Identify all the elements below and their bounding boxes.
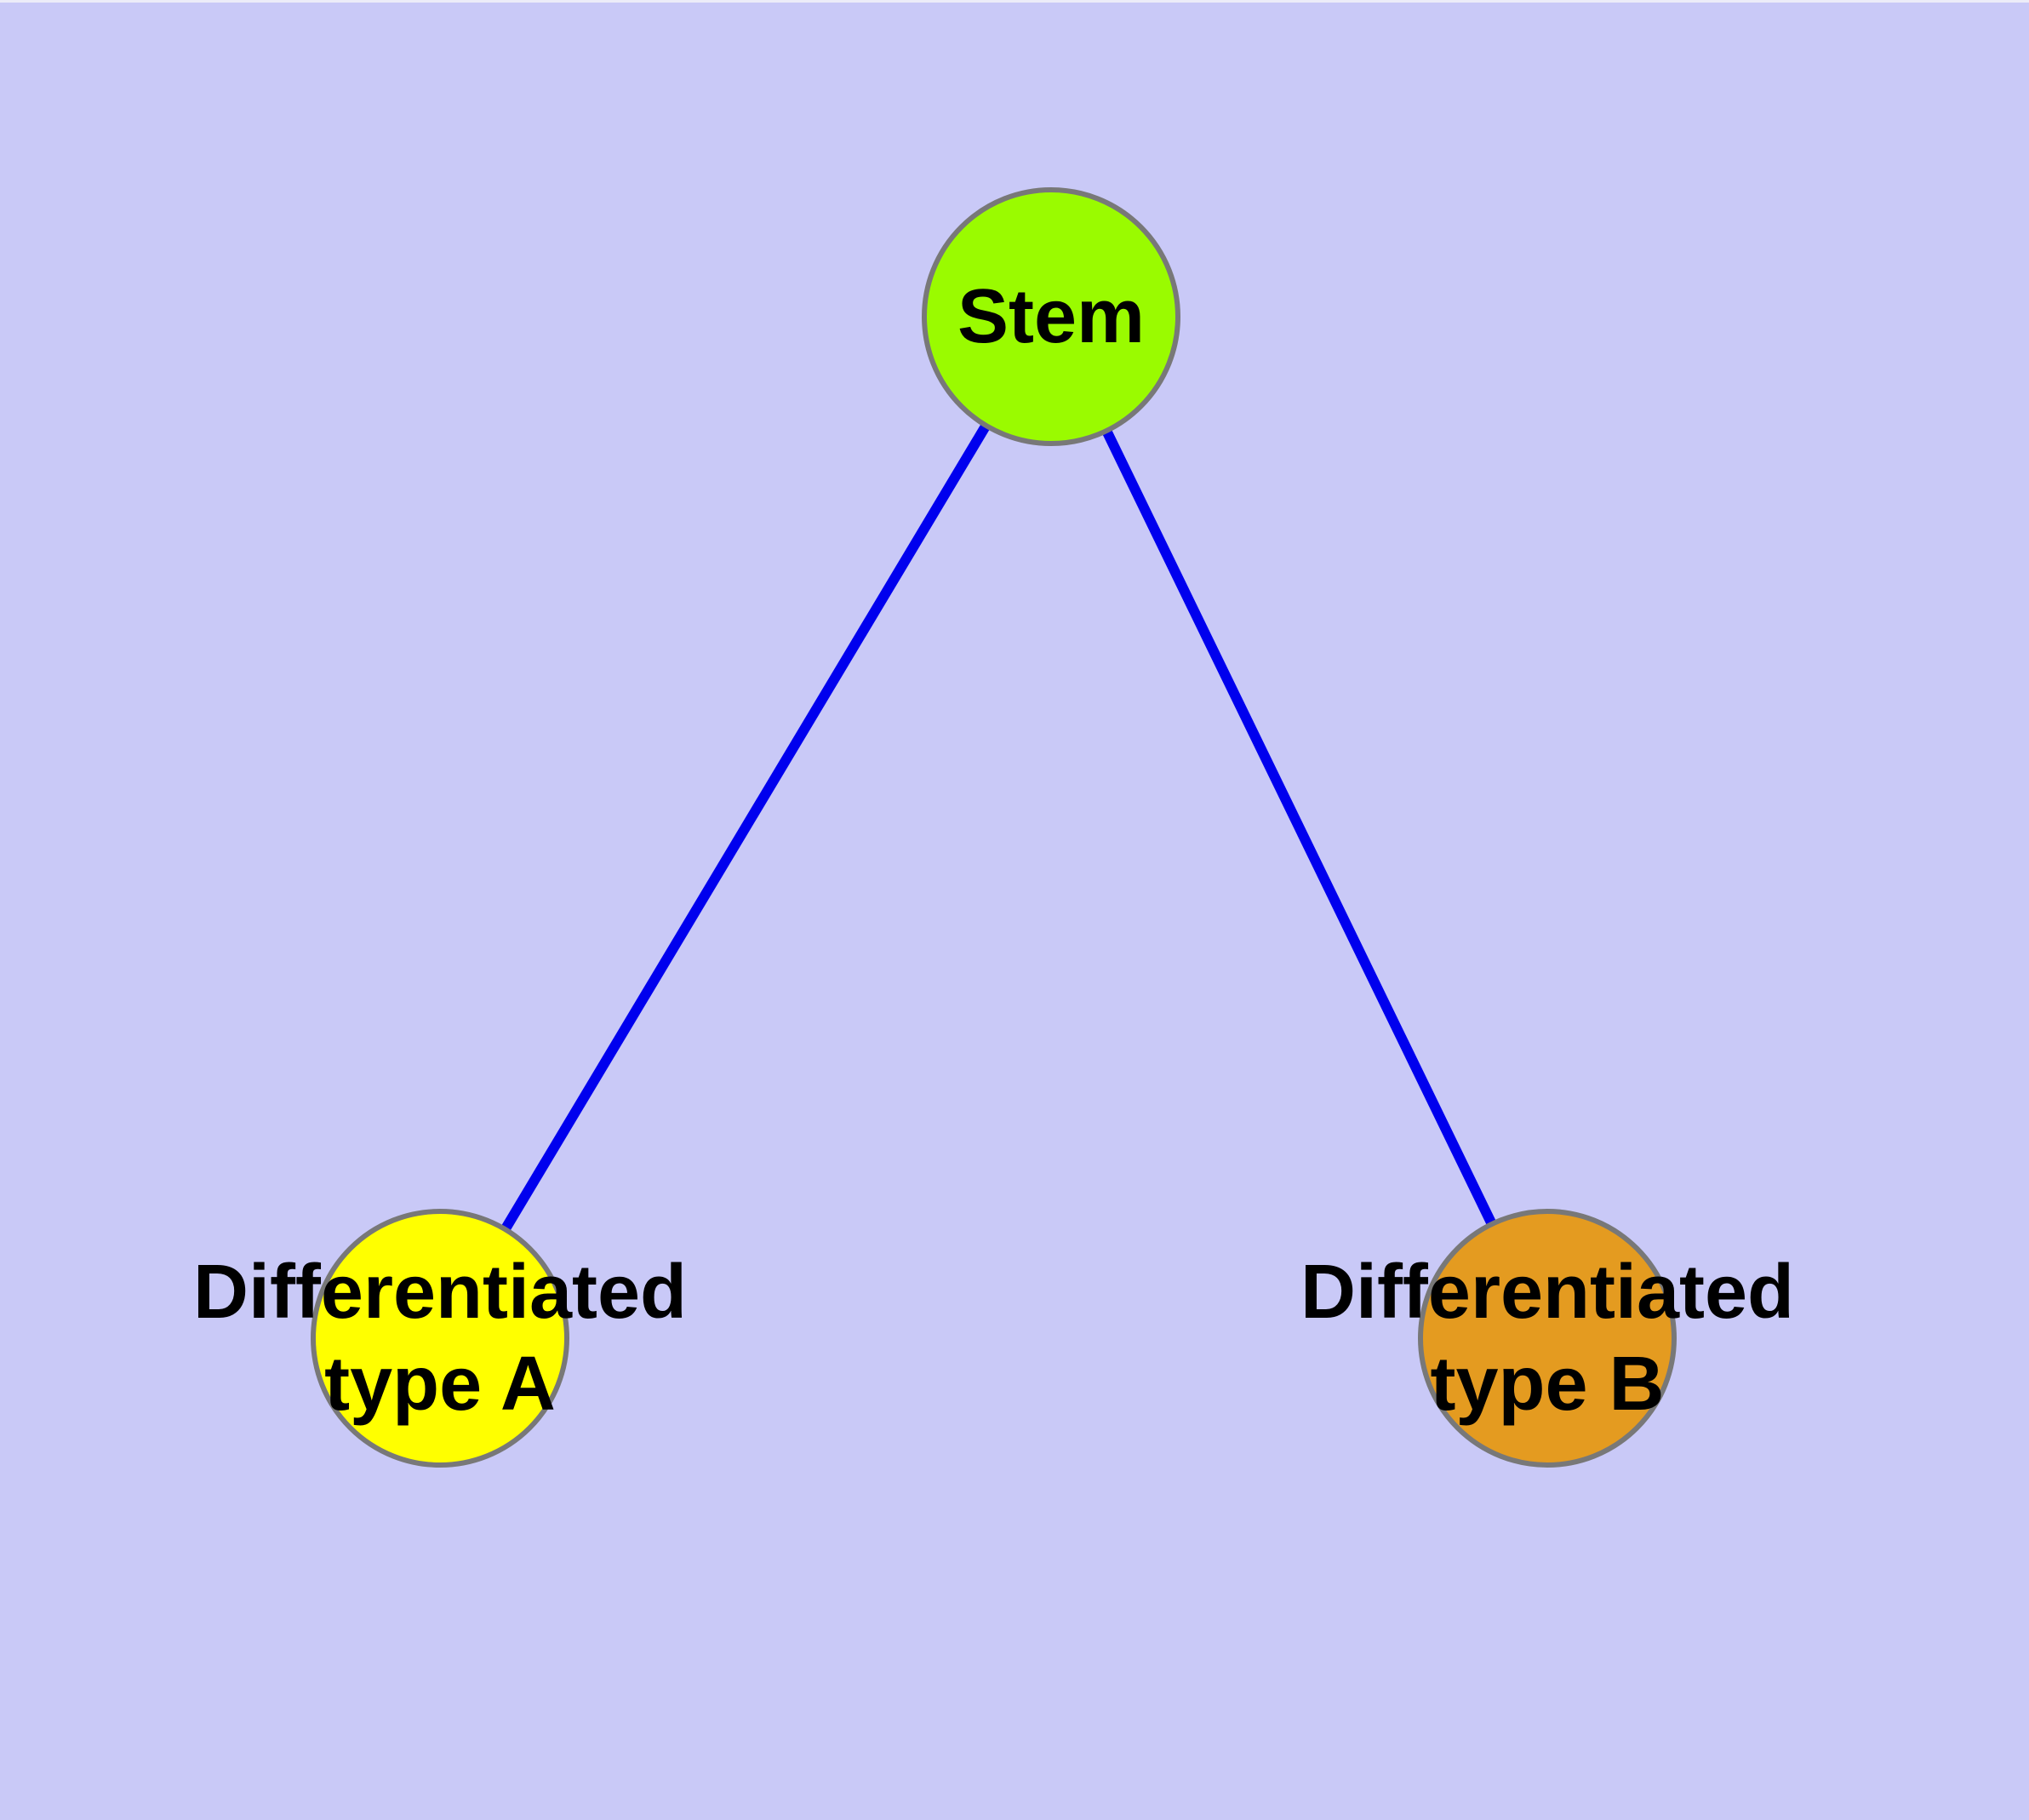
edge-stem-to-type-a [435, 313, 1056, 1342]
window-top-edge [0, 0, 2029, 3]
node-differentiated-type-a[interactable] [311, 1209, 569, 1468]
node-differentiated-type-b[interactable] [1418, 1209, 1677, 1468]
node-stem-label: Stem [957, 274, 1146, 359]
edge-stem-to-type-b [1046, 314, 1552, 1341]
node-stem[interactable]: Stem [922, 187, 1180, 446]
